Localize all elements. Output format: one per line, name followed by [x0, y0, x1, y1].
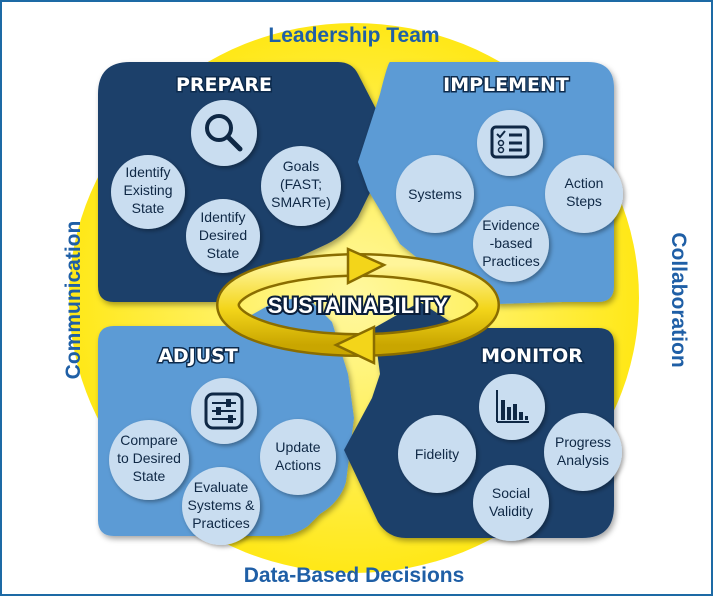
- svg-text:Systems: Systems: [408, 186, 462, 202]
- sustainability-label: SUSTAINABILITY: [268, 293, 449, 318]
- prepare-panel: [98, 62, 394, 302]
- cycle-arrow-right: [346, 247, 387, 286]
- checklist-icon: [477, 110, 543, 176]
- adjust-title: ADJUST: [158, 345, 238, 367]
- svg-text:Fidelity: Fidelity: [415, 446, 459, 462]
- edge-label-bottom: Data-Based Decisions: [244, 564, 465, 587]
- cycle-arrow-left: [333, 325, 376, 365]
- implement-title: IMPLEMENT: [443, 74, 569, 96]
- edge-label-top: Leadership Team: [268, 24, 439, 47]
- edge-label-left: Communication: [62, 221, 85, 380]
- sliders-icon: [191, 378, 257, 444]
- bar-chart-icon: [479, 374, 545, 440]
- prepare-item-goals: Goals(FAST;SMARTe): [261, 146, 341, 226]
- monitor-item-fidelity: Fidelity: [398, 415, 476, 493]
- edge-label-right: Collaboration: [667, 232, 690, 367]
- implement-panel: [358, 62, 614, 304]
- sustainability-cycle: SUSTAINABILITY: [216, 247, 500, 365]
- svg-text:Goals(FAST;SMARTe): Goals(FAST;SMARTe): [271, 158, 331, 210]
- monitor-title: MONITOR: [481, 345, 583, 367]
- prepare-title: PREPARE: [176, 74, 272, 96]
- implement-item-systems: Systems: [396, 155, 474, 233]
- magnifier-icon: [191, 100, 257, 166]
